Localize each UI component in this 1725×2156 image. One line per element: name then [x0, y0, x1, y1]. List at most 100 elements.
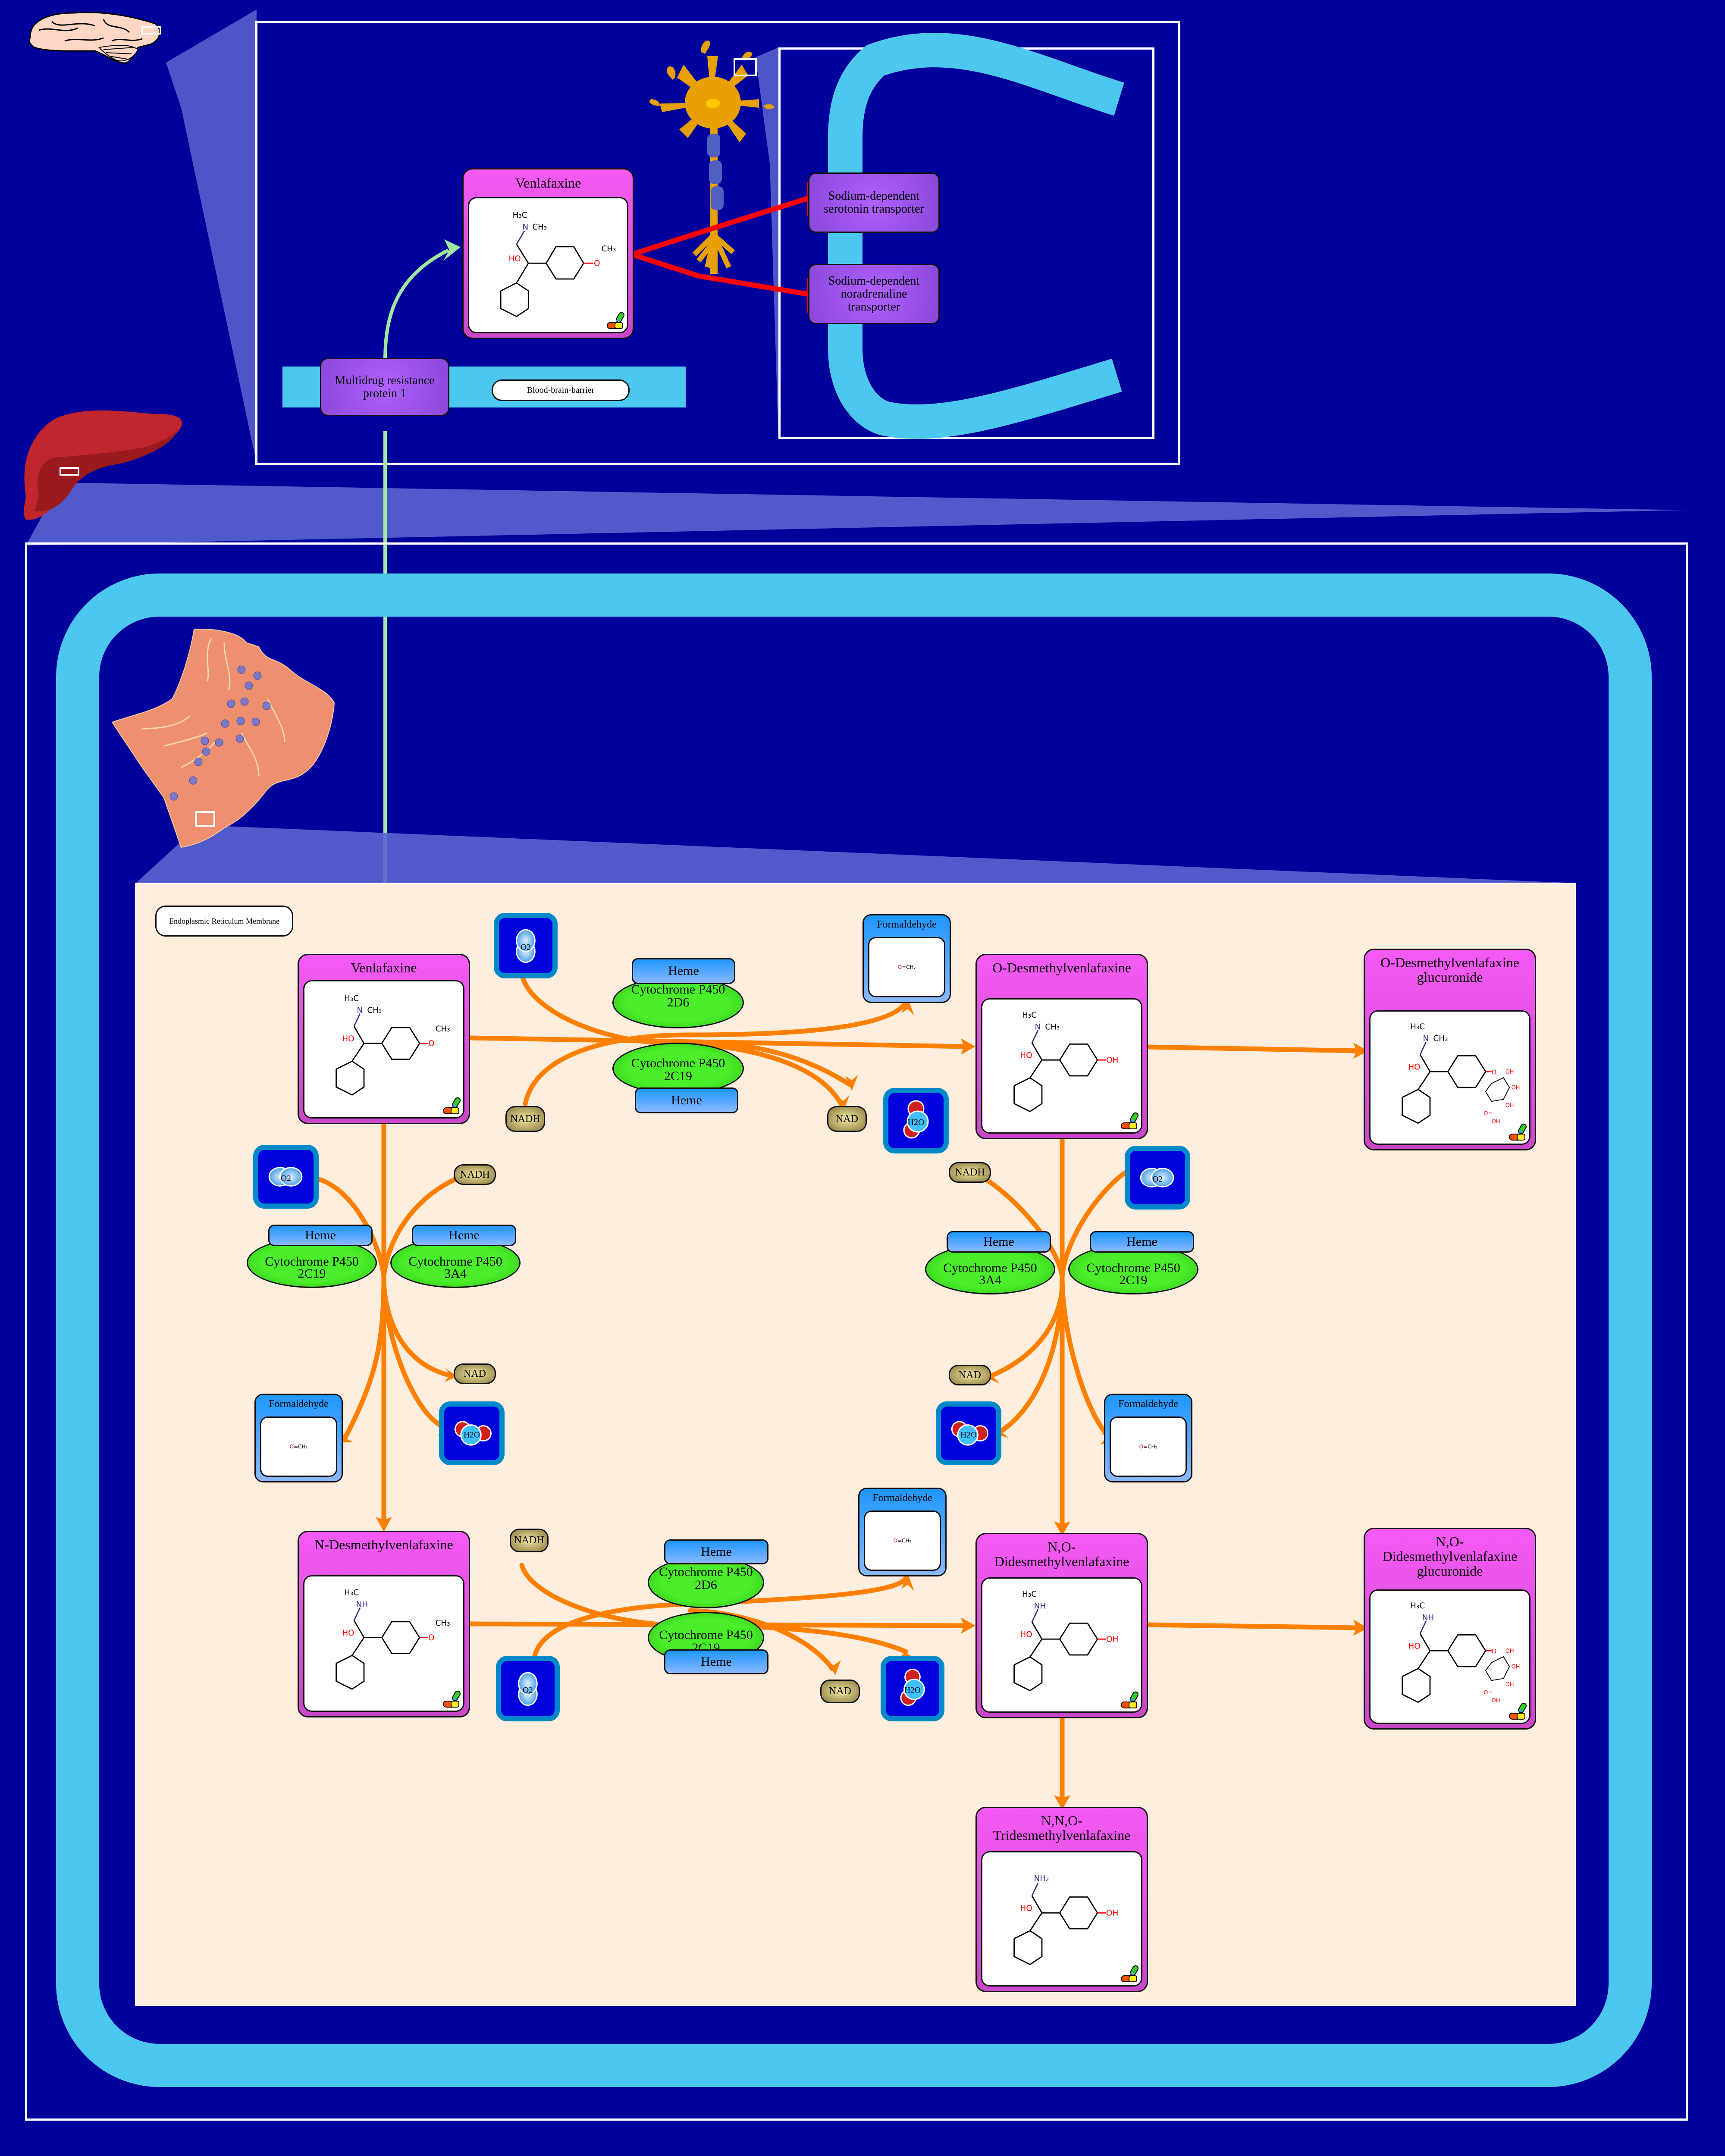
h2o-icon: H2O [454, 1421, 492, 1446]
water-molecule[interactable]: H2O [883, 1088, 949, 1153]
brain-panel-frame [255, 21, 1180, 465]
drug-pill-icon [1509, 1702, 1527, 1720]
svg-text:O: O [594, 259, 600, 268]
water-molecule[interactable]: H2O [439, 1401, 505, 1465]
svg-text:HO: HO [1408, 1642, 1420, 1651]
formaldehyde-box[interactable]: Formaldehyde O=CH₂ [254, 1394, 343, 1482]
molecule-card-venlafaxine-brain[interactable]: Venlafaxine HO N CH₃ H₃C O CH₃ [462, 168, 634, 339]
target-noradrenaline-transporter[interactable]: Sodium-dependent noradrenaline transport… [808, 264, 940, 324]
liver-zoom-box [60, 467, 79, 476]
target-label: Sodium-dependent serotonin transporter [824, 189, 924, 216]
formaldehyde-box[interactable]: Formaldehyde O=CH₂ [858, 1488, 947, 1576]
formaldehyde-box[interactable]: Formaldehyde O=CH₂ [1104, 1394, 1192, 1482]
oxygen-molecule[interactable]: O2 [494, 913, 558, 978]
cofactor-nadh[interactable]: NADH [949, 1162, 991, 1183]
brain-zoom-projection [166, 9, 257, 464]
brain-icon [28, 12, 161, 64]
drug-pill-icon [443, 1097, 461, 1114]
heme-cyp3a4: Heme [412, 1225, 516, 1246]
molecule-structure: HO N CH₃ H₃C O CH₃ [468, 197, 628, 333]
svg-text:OH: OH [1505, 1103, 1514, 1109]
o2-icon: O2 [268, 1167, 303, 1187]
oxygen-molecule[interactable]: O2 [496, 1656, 560, 1721]
formaldehyde-box[interactable]: Formaldehyde O=CH₂ [862, 914, 951, 1003]
o2-icon: O2 [1140, 1168, 1174, 1188]
side-nadh-to-h2o-b [381, 1177, 458, 1430]
molecule-formula: O2 [281, 1174, 291, 1183]
svg-text:NH: NH [1422, 1613, 1434, 1622]
svg-text:CH₃: CH₃ [367, 1006, 382, 1015]
enzyme-cyp2c19[interactable]: Cytochrome P450 2C19 [612, 1043, 744, 1094]
heme-cyp2d6: Heme [632, 958, 735, 984]
enzyme-cyp2d6[interactable]: Cytochrome P450 2D6 [612, 977, 744, 1028]
molecule-name: O-Desmethylvenlafaxine [992, 960, 1131, 975]
svg-text:H₃C: H₃C [344, 1588, 359, 1597]
svg-text:N: N [1423, 1034, 1429, 1043]
compartment-label: Endoplasmic Reticulum Membrane [155, 906, 293, 937]
svg-text:NH: NH [356, 1600, 368, 1609]
svg-text:OH: OH [1512, 1085, 1520, 1091]
hepatocyte-panel-frame [25, 542, 1688, 2121]
svg-text:HO: HO [342, 1629, 354, 1638]
svg-text:O: O [428, 1633, 434, 1642]
cofactor-nad[interactable]: NAD [454, 1363, 496, 1384]
heme-cyp2c19: Heme [268, 1225, 373, 1246]
side-to-nad-b [381, 1282, 453, 1378]
o2-icon: O2 [518, 1672, 538, 1706]
svg-text:HO: HO [1020, 1051, 1032, 1060]
transporter-label: Multidrug resistance protein 1 [335, 373, 435, 400]
cofactor-nad[interactable]: NAD [820, 1680, 860, 1703]
heme-cyp3a4: Heme [947, 1231, 1051, 1253]
cofactor-nad[interactable]: NAD [949, 1365, 991, 1385]
heme-cyp2d6: Heme [664, 1539, 768, 1564]
cofactor-nadh[interactable]: NADH [454, 1164, 496, 1185]
svg-text:N: N [523, 223, 529, 232]
neuron-zoom-projection [756, 47, 778, 439]
heme-cyp2c19: Heme [635, 1087, 738, 1113]
molecule-name: Venlafaxine [515, 175, 581, 191]
liver-zoom-projection [26, 483, 1686, 545]
svg-text:H₃C: H₃C [1410, 1022, 1425, 1031]
svg-text:HO: HO [342, 1034, 354, 1044]
molecule-name: N,O-Didesmethylvenlafaxine [994, 1539, 1129, 1569]
enzyme-cyp2d6[interactable]: Cytochrome P450 2D6 [648, 1557, 764, 1608]
svg-text:CH₃: CH₃ [602, 244, 616, 254]
side-to-nad-c [989, 1287, 1065, 1378]
svg-text:H₃C: H₃C [513, 211, 527, 220]
transport-arrowhead [443, 239, 461, 261]
svg-text:N: N [1035, 1022, 1041, 1031]
oxygen-molecule[interactable]: O2 [1125, 1146, 1190, 1210]
h2o-icon: H2O [903, 1100, 929, 1139]
endoplasmic-reticulum-icon [111, 629, 335, 848]
water-molecule[interactable]: H2O [881, 1656, 944, 1721]
venlafaxine-structure-diagram: HO N CH₃ H₃C O CH₃ [500, 211, 616, 317]
molecule-formula: O2 [1152, 1175, 1163, 1184]
molecule-formula: H2O [904, 1686, 921, 1695]
target-serotonin-transporter[interactable]: Sodium-dependent serotonin transporter [808, 172, 940, 233]
synaptic-membrane [828, 33, 1124, 439]
cofactor-nad[interactable]: NAD [827, 1106, 867, 1132]
side-nadh-to-h2o-c [972, 1170, 1065, 1434]
transporter-mrp1[interactable]: Multidrug resistance protein 1 [320, 358, 449, 416]
water-molecule[interactable]: H2O [936, 1401, 1001, 1465]
reaction-odv-to-odv-glucuronide [1145, 1044, 1361, 1053]
drug-pill-icon [1121, 1691, 1138, 1708]
svg-text:O: O [428, 1039, 434, 1048]
cofactor-nadh[interactable]: NADH [505, 1106, 545, 1132]
svg-text:H₃C: H₃C [344, 994, 359, 1003]
side-nadh-to-formaldehyde-a [523, 1000, 908, 1106]
cofactor-nadh[interactable]: NADH [510, 1529, 549, 1552]
er-zoom-box [195, 811, 215, 827]
oxygen-molecule[interactable]: O2 [253, 1145, 319, 1209]
